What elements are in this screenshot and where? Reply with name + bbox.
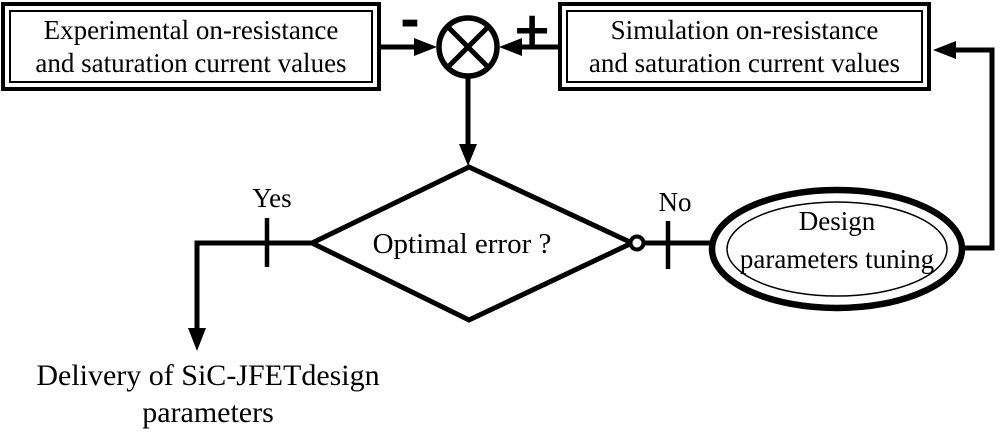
delivery-line2: parameters bbox=[142, 396, 274, 429]
decision-label: Optimal error ? bbox=[372, 228, 552, 260]
simulation-box-line2: and saturation current values bbox=[588, 47, 901, 78]
yes-branch-label: Yes bbox=[252, 183, 292, 213]
edge-experimental-to-sum bbox=[381, 38, 437, 56]
edge-simulation-to-sum bbox=[499, 38, 559, 56]
tuning-ellipse-line2: parameters tuning bbox=[739, 244, 935, 274]
decision-diamond-shape bbox=[306, 164, 638, 323]
simulation-values-box: Simulation on-resistance and saturation … bbox=[558, 2, 931, 91]
simulation-box-line1: Simulation on-resistance bbox=[610, 14, 879, 45]
simulation-values-box-inner: Simulation on-resistance and saturation … bbox=[566, 10, 923, 83]
plus-sign-label: + bbox=[512, 2, 553, 58]
edge-decision-no bbox=[628, 221, 714, 269]
arrowhead-left-icon bbox=[933, 41, 956, 59]
delivery-line1: Delivery of SiC-JFETdesign bbox=[36, 359, 380, 392]
connector-dot-icon bbox=[628, 234, 646, 252]
edge-tuning-feedback bbox=[933, 41, 995, 251]
experimental-values-box: Experimental on-resistance and saturatio… bbox=[1, 2, 381, 91]
experimental-box-line1: Experimental on-resistance bbox=[43, 14, 339, 45]
summing-junction-icon bbox=[436, 15, 500, 79]
minus-sign-label: - bbox=[400, 0, 420, 49]
arrowhead-left-icon bbox=[499, 38, 522, 56]
tuning-ellipse-shape bbox=[708, 186, 966, 312]
experimental-values-box-inner: Experimental on-resistance and saturatio… bbox=[9, 10, 373, 83]
arrowhead-down-icon bbox=[459, 144, 477, 166]
edge-decision-yes bbox=[188, 218, 312, 351]
no-branch-label: No bbox=[658, 187, 692, 217]
arrowhead-down-icon bbox=[188, 328, 206, 351]
tuning-ellipse-line1: Design bbox=[798, 206, 876, 236]
experimental-box-line2: and saturation current values bbox=[35, 47, 347, 78]
arrowhead-right-icon bbox=[414, 38, 437, 56]
edge-sum-to-decision bbox=[459, 76, 477, 166]
tuning-ellipse-label: Design parameters tuning bbox=[712, 202, 962, 278]
delivery-output-label: Delivery of SiC-JFETdesign parameters bbox=[8, 357, 408, 431]
